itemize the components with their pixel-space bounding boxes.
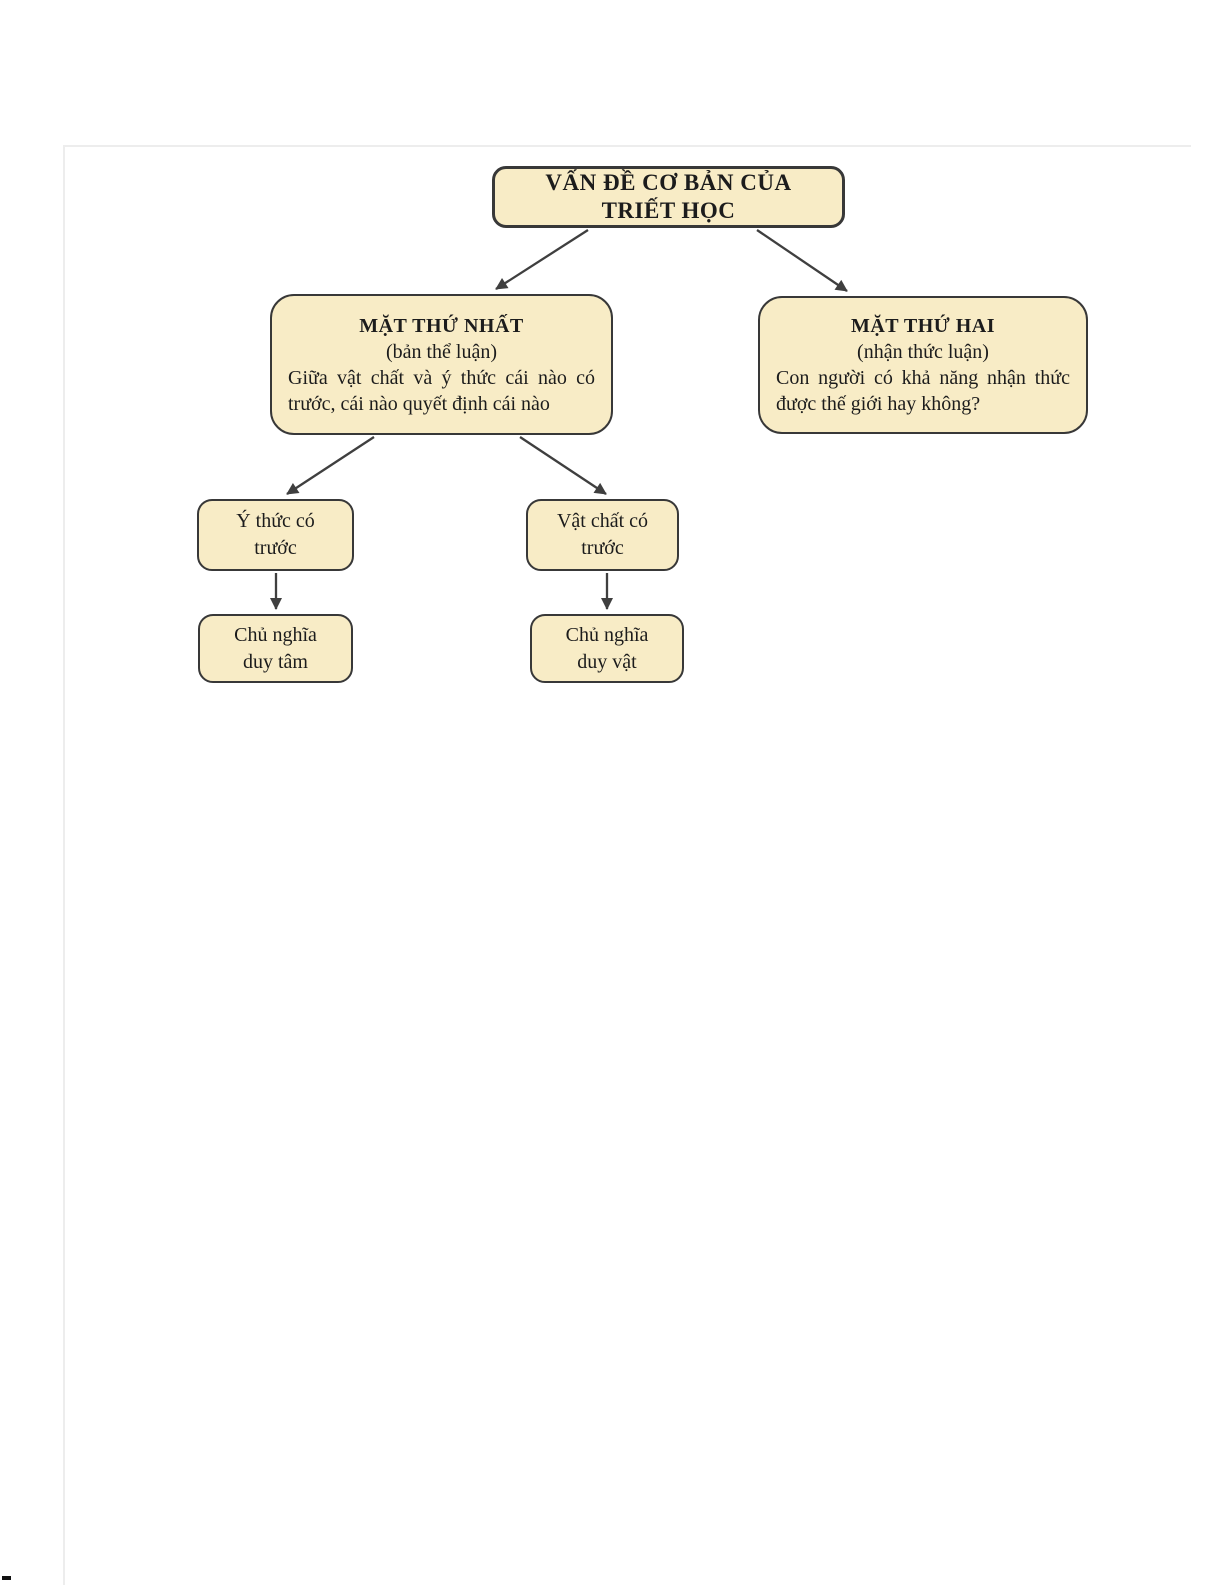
materialism-label: Chủ nghĩa duy vật	[565, 623, 649, 673]
matter-first-label: Vật chất có trước	[556, 510, 649, 559]
second-aspect-subtitle: (nhận thức luận)	[857, 341, 989, 363]
arrow-root-to-second-aspect	[756, 229, 848, 292]
scan-artifact-mark	[2, 1576, 11, 1580]
root-title-line2: TRIẾT HỌC	[601, 198, 736, 223]
first-aspect-body: Giữa vật chất và ý thức cái nào có trước…	[288, 366, 595, 415]
consciousness-first-label: Ý thức có trước	[236, 510, 315, 559]
node-idealism: Chủ nghĩa duy tâm	[198, 614, 353, 683]
node-matter-first: Vật chất có trước	[526, 499, 679, 571]
node-second-aspect: MẶT THỨ HAI (nhận thức luận) Con người c…	[758, 296, 1088, 434]
second-aspect-title: MẶT THỨ HAI	[850, 315, 996, 337]
node-root-problem: VẤN ĐỀ CƠ BẢN CỦA TRIẾT HỌC	[492, 166, 845, 228]
arrow-first-aspect-to-consciousness	[286, 436, 375, 495]
first-aspect-title: MẶT THỨ NHẤT	[359, 314, 524, 337]
first-aspect-subtitle: (bản thể luận)	[385, 340, 498, 363]
second-aspect-body: Con người có khả năng nhận thức được thế…	[776, 367, 1070, 415]
arrow-first-aspect-to-matter	[519, 436, 607, 495]
node-consciousness-first: Ý thức có trước	[197, 499, 354, 571]
arrow-root-to-first-aspect	[495, 229, 589, 290]
node-materialism: Chủ nghĩa duy vật	[530, 614, 684, 683]
idealism-label: Chủ nghĩa duy tâm	[234, 623, 317, 673]
root-title-line1: VẤN ĐỀ CƠ BẢN CỦA	[545, 170, 792, 195]
node-first-aspect: MẶT THỨ NHẤT (bản thể luận) Giữa vật chấ…	[270, 294, 613, 435]
